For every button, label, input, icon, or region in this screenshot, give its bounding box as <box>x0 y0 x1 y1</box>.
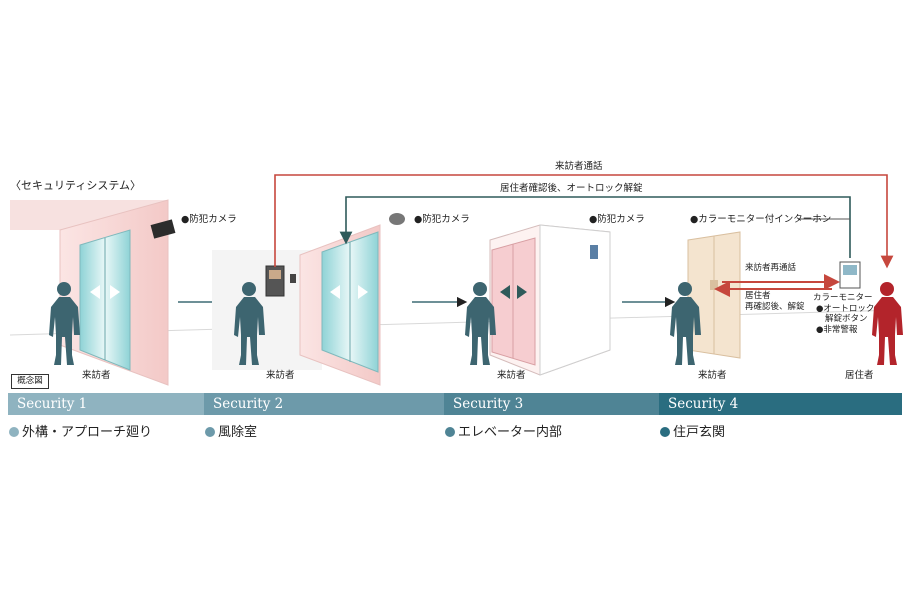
dome-camera-icon <box>389 213 405 225</box>
bullet-icon <box>205 427 215 437</box>
camera-icon <box>150 219 176 239</box>
revisit-call-label: 来訪者再通話 <box>745 263 797 273</box>
camera-label-3: ●防犯カメラ <box>589 214 645 225</box>
visitor-call-label: 来訪者通話 <box>555 161 603 172</box>
windbreak-scene <box>212 213 405 386</box>
visitor-label-3: 来訪者 <box>497 370 526 381</box>
entrance-scene <box>10 199 176 386</box>
security-band-3: Security 3 <box>444 393 659 415</box>
visitor-label-1: 来訪者 <box>82 370 111 381</box>
visitor-label-4: 来訪者 <box>698 370 727 381</box>
bullet-icon <box>660 427 670 437</box>
security-band-2: Security 2 <box>204 393 444 415</box>
bullet-icon <box>445 427 455 437</box>
resident-figure-icon <box>872 282 903 365</box>
area-2: 風除室 <box>205 425 257 441</box>
visitor-label-2: 来訪者 <box>266 370 295 381</box>
visitor-call-line <box>274 174 894 269</box>
alarm-label: ●非常警報 <box>816 325 858 335</box>
resident-unlock-label: 居住者確認後、オートロック解錠 <box>500 183 643 194</box>
camera-label-1: ●防犯カメラ <box>181 214 237 225</box>
bullet-icon <box>9 427 19 437</box>
camera-label-2: ●防犯カメラ <box>414 214 470 225</box>
reconfirm-label-1: 居住者 <box>745 291 771 301</box>
area-1: 外構・アプローチ廻り <box>9 425 152 441</box>
area-3: エレベーター内部 <box>445 425 562 441</box>
resident-unlock-line <box>339 196 851 258</box>
resident-label: 居住者 <box>845 370 874 381</box>
reconfirm-label-2: 再確認後、解錠 <box>745 302 805 312</box>
intercom-icon <box>710 280 718 290</box>
elevator-scene <box>465 224 611 376</box>
autolock-label-2: 解錠ボタン <box>825 314 868 324</box>
diagram-title: 〈セキュリティシステム〉 <box>10 179 142 192</box>
camera-icon <box>590 245 598 259</box>
security-band-4: Security 4 <box>659 393 902 415</box>
intercom-label: ●カラーモニター付インターホン <box>690 214 832 225</box>
security-band-1: Security 1 <box>8 393 204 415</box>
concept-badge: 概念図 <box>11 374 49 389</box>
autolock-label-1: ●オートロック <box>816 304 875 314</box>
area-4: 住戸玄関 <box>660 425 725 441</box>
monitor-label: カラーモニター <box>813 293 873 303</box>
residence-door-scene <box>670 231 903 365</box>
